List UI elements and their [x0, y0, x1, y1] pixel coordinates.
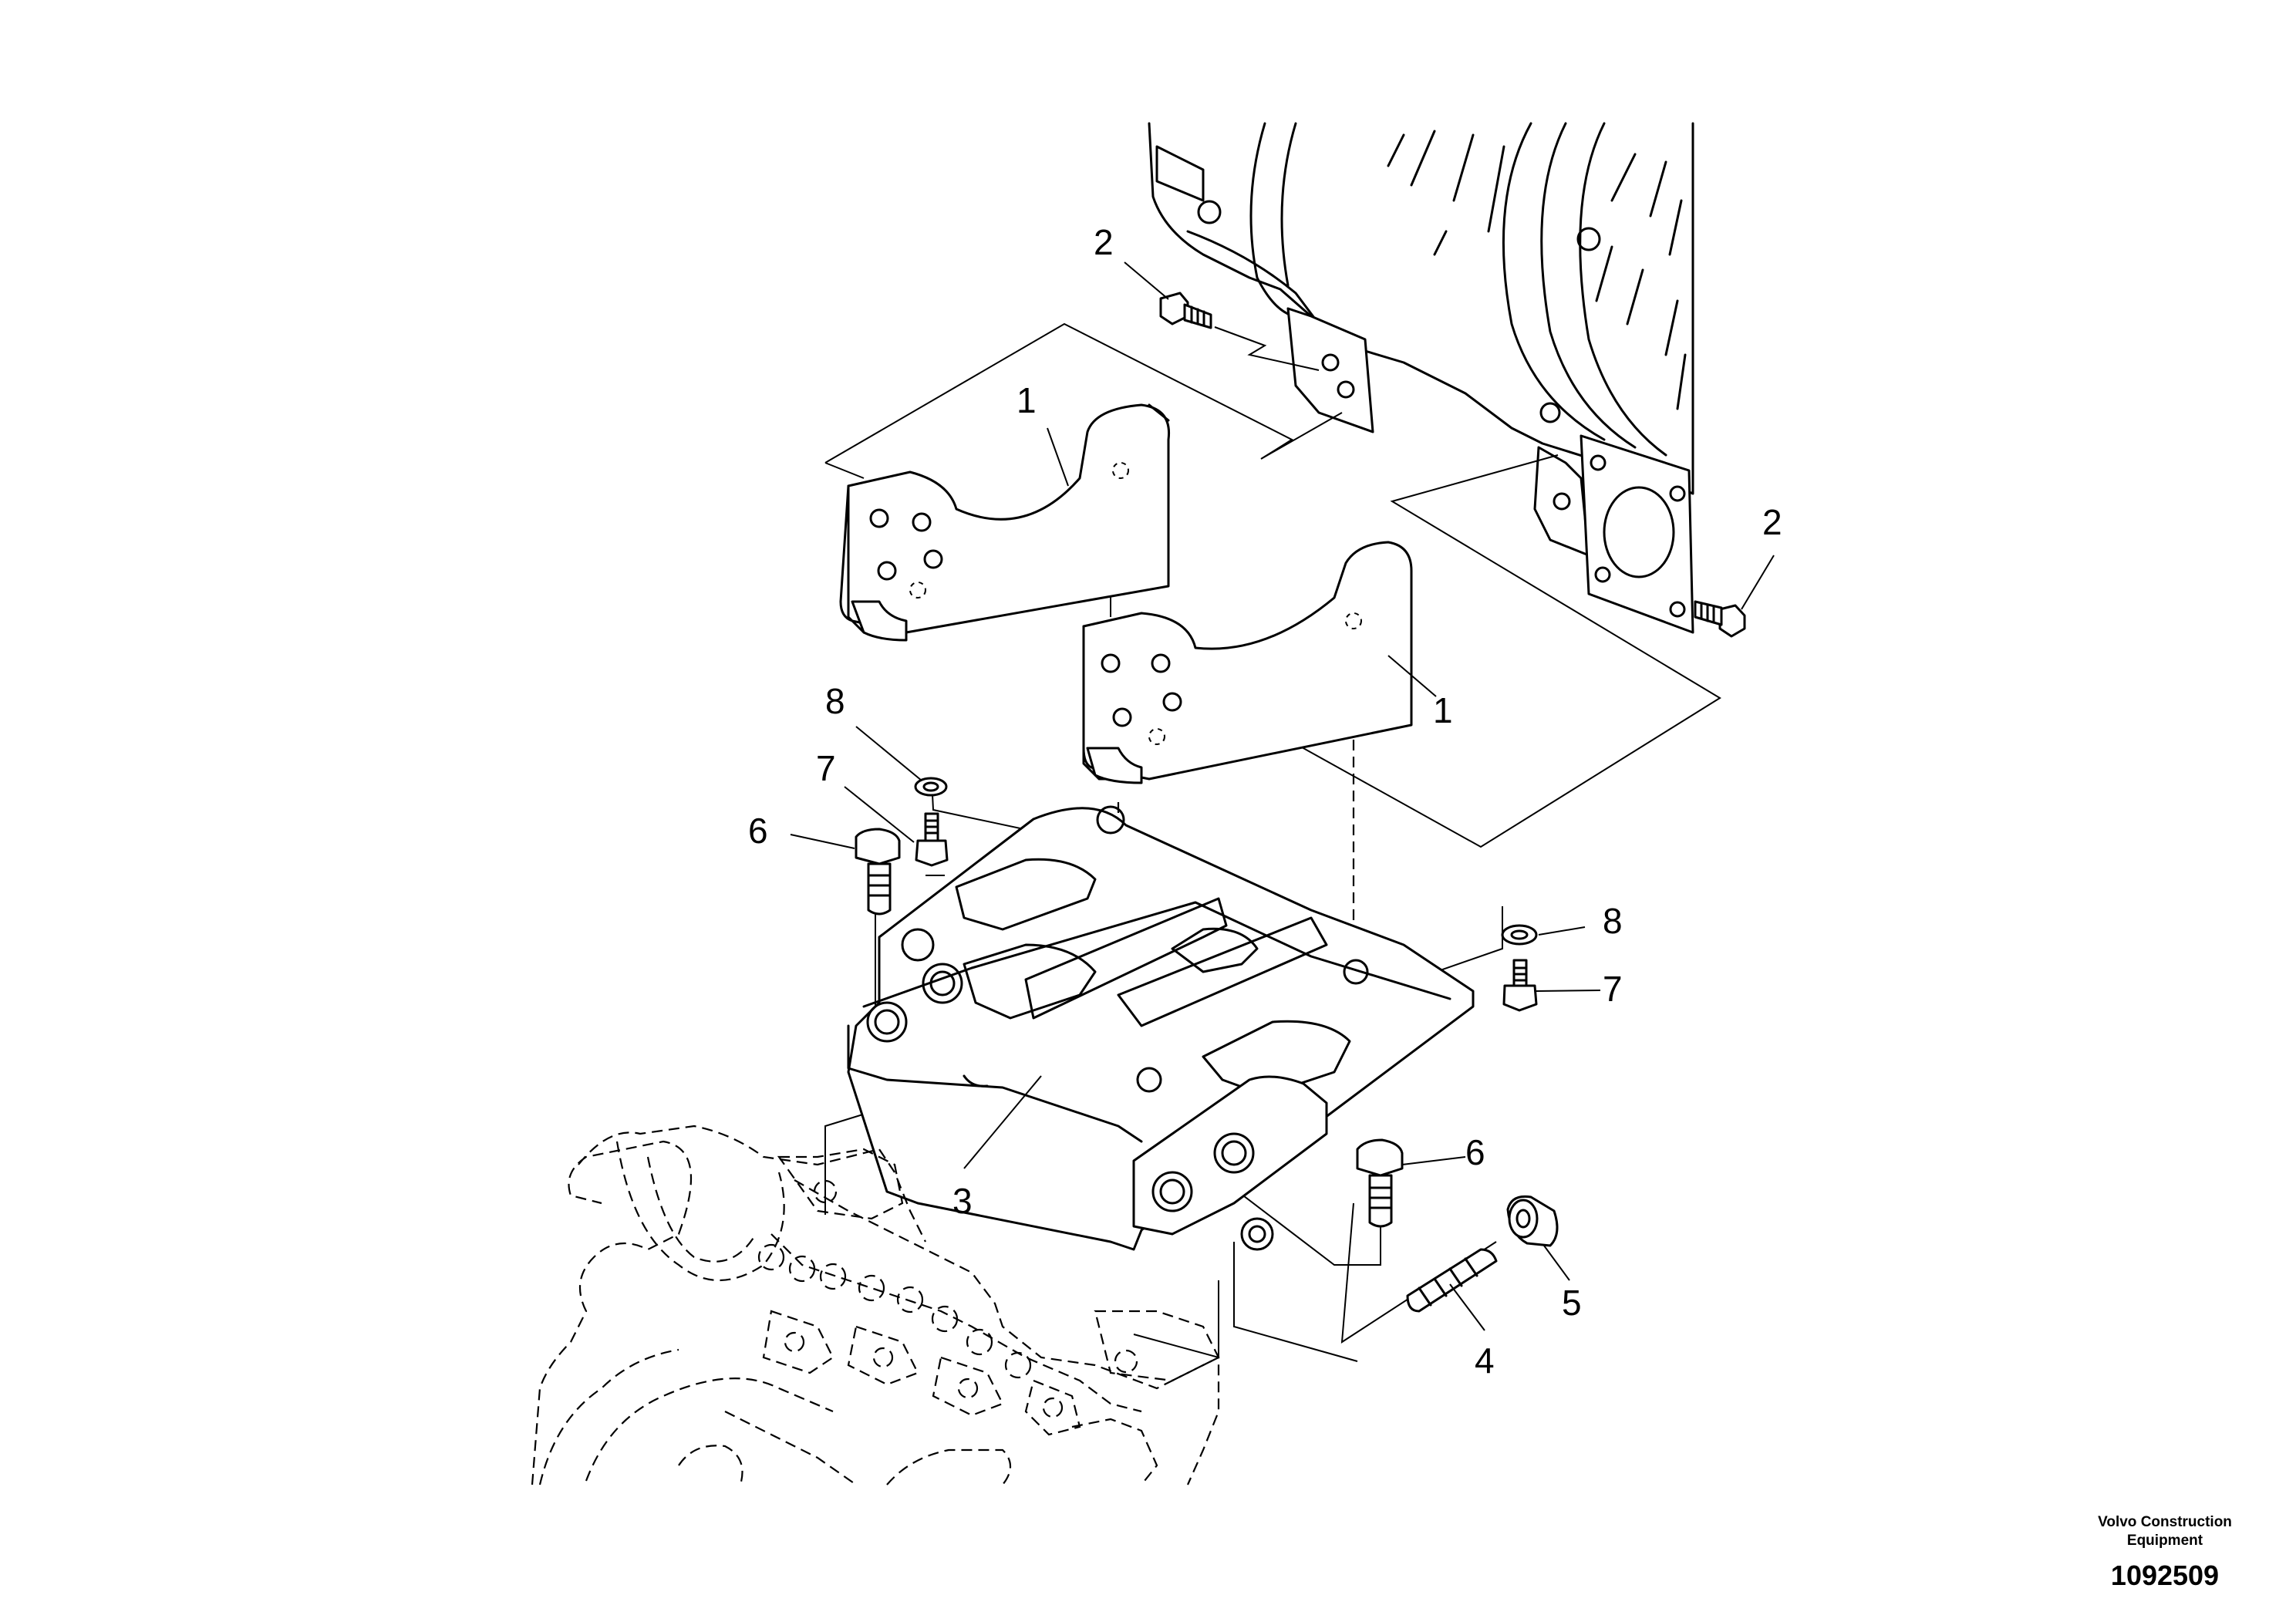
- callout-2-upper: 2: [1094, 222, 1114, 262]
- callout-3: 3: [952, 1181, 973, 1221]
- credit-line-2: Equipment: [2126, 1533, 2203, 1549]
- stud-4: [1406, 1248, 1498, 1313]
- assembly-guide-lines: [824, 322, 1721, 1362]
- mounting-plate-3: [847, 805, 1475, 1251]
- callout-6-right: 6: [1465, 1132, 1485, 1172]
- screw-7-right: [1502, 959, 1538, 1012]
- callout-2-lower: 2: [1762, 502, 1782, 542]
- engine-housing-phantom: [531, 1125, 1220, 1485]
- callout-6-left: 6: [748, 811, 768, 851]
- bolt-6-left: [855, 828, 901, 916]
- bolt-6-right: [1356, 1138, 1404, 1228]
- exhaust-aftertreatment-unit: [1148, 122, 1694, 634]
- callout-5: 5: [1562, 1283, 1582, 1323]
- callout-leaders: [790, 261, 1775, 1331]
- screw-2-lower: [1694, 600, 1746, 638]
- callout-8-left: 8: [825, 681, 845, 721]
- bracket-1-left: [839, 403, 1171, 642]
- bracket-1-right: [1082, 541, 1413, 784]
- callout-4: 4: [1475, 1340, 1495, 1381]
- screw-2-upper: [1159, 292, 1212, 329]
- callout-7-right: 7: [1603, 969, 1623, 1009]
- callout-8-right: 8: [1603, 901, 1623, 941]
- screw-7-left: [915, 812, 949, 867]
- nut-5: [1506, 1195, 1559, 1247]
- callout-1-lower: 1: [1433, 690, 1453, 730]
- callout-1-upper: 1: [1017, 380, 1037, 420]
- washer-8-right: [1501, 924, 1538, 946]
- publisher-credit: Volvo Construction Equipment: [2065, 1513, 2265, 1550]
- callout-7-left: 7: [816, 748, 836, 788]
- washer-8-left: [914, 777, 948, 797]
- drawing-number: 1092509: [2110, 1560, 2220, 1591]
- credit-line-1: Volvo Construction: [2098, 1514, 2232, 1530]
